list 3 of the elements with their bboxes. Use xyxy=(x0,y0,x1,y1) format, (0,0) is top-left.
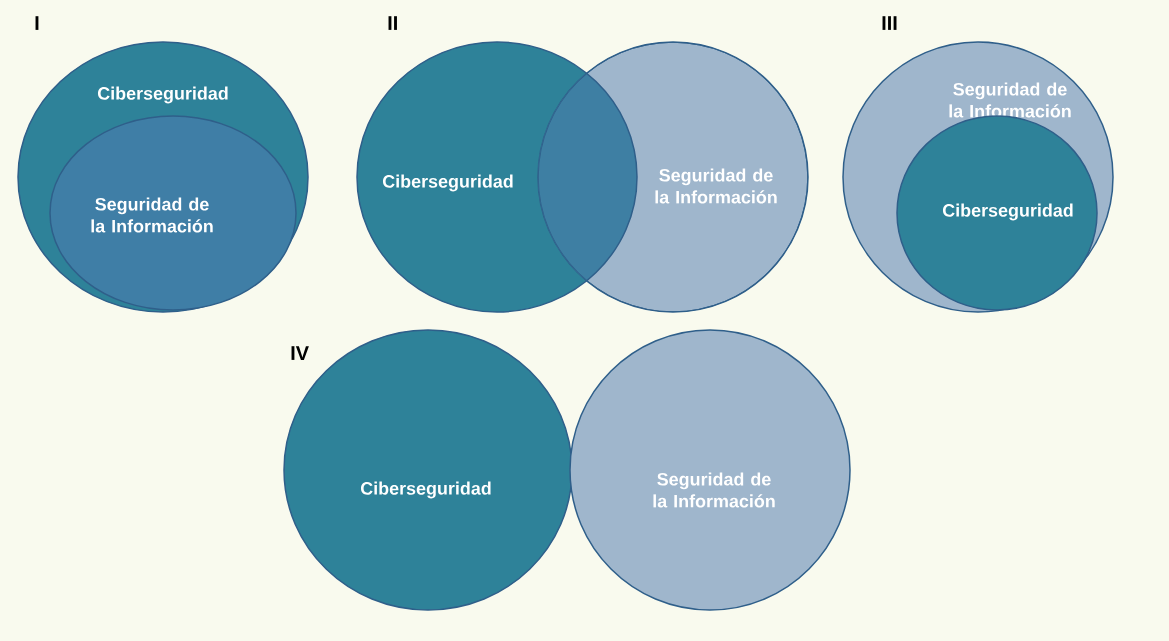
panel-numeral: I xyxy=(35,16,39,30)
panel-numeral: IV xyxy=(291,346,309,360)
panel-numeral: III xyxy=(882,16,897,30)
